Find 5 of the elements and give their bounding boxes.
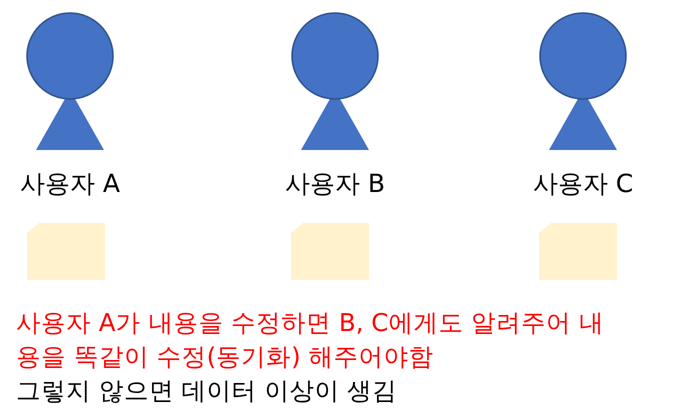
note-text: 그렇지 않으면 데이터 이상이 생김 — [16, 375, 398, 407]
user-label: 사용자 C — [532, 168, 634, 200]
note-text: 사용자 A가 내용을 수정하면 B, C에게도 알려주어 내용을 똑같이 수정(동기화) 해주어야함 — [16, 307, 605, 373]
user-label: 사용자 B — [284, 168, 386, 200]
user-label: 사용자 A — [18, 168, 122, 200]
